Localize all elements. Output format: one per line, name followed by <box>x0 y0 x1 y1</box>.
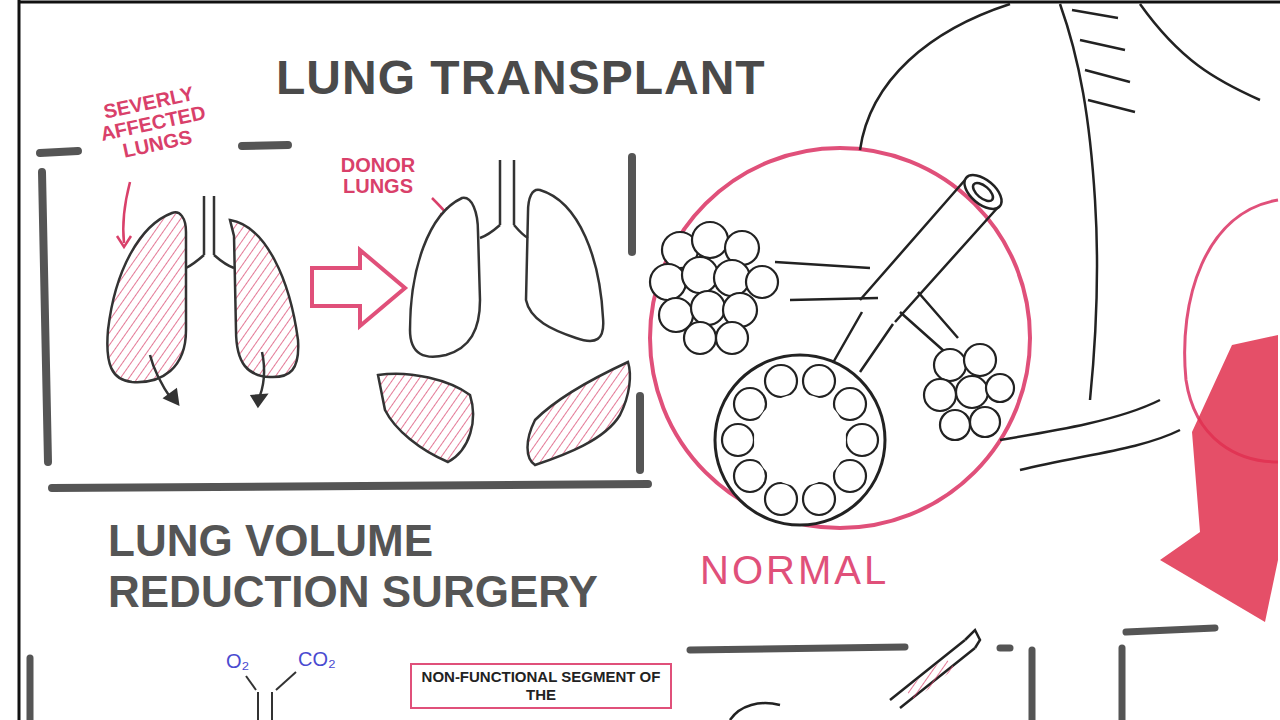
diagram-title: LUNG TRANSPLANT <box>276 50 766 105</box>
section-label: NORMAL <box>700 548 889 593</box>
bronchiole <box>775 169 1008 372</box>
gas-label: CO₂ <box>298 648 336 671</box>
bracket <box>30 628 1215 720</box>
gas-label: O₂ <box>226 650 249 673</box>
donor-lungs <box>410 160 603 357</box>
frame-line <box>18 0 21 720</box>
surgical-instrument <box>730 630 980 720</box>
section-heading: LUNG VOLUME REDUCTION SURGERY <box>108 516 648 617</box>
alveolus-section <box>715 355 885 525</box>
tissue-segment <box>905 658 955 700</box>
bracket <box>40 145 648 488</box>
torso-outline <box>860 4 1260 470</box>
pointer-arrow <box>117 182 131 247</box>
alveoli-cluster <box>650 222 778 354</box>
alveoli-cluster <box>924 344 1014 440</box>
magnify-circle <box>650 148 1030 528</box>
red-arrow <box>1160 335 1278 622</box>
frame-line <box>19 1 1280 4</box>
annotation-label: DONOR LUNGS <box>322 155 434 197</box>
box-text: NON-FUNCTIONAL SEGMENT OF THE <box>418 668 664 704</box>
transfer-arrow <box>312 250 405 326</box>
removed-lung-segment <box>378 362 630 465</box>
annotation-label: SEVERLY AFFECTED LUNGS <box>81 79 225 168</box>
diseased-lungs <box>107 196 298 406</box>
note-box: NON-FUNCTIONAL SEGMENT OF THE <box>410 663 672 709</box>
airway-symbol <box>246 672 296 720</box>
